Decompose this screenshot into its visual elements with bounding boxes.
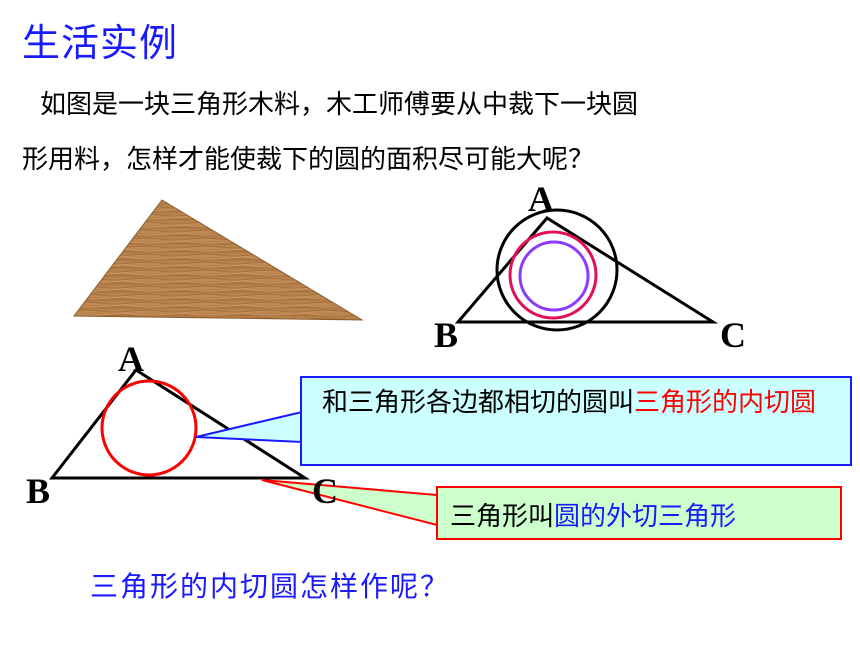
incircle-definition-black: 和三角形各边都相切的圆叫 (322, 388, 635, 418)
circumscribed-triangle-text: 三角形叫圆的外切三角形 (450, 496, 736, 533)
circumscribed-triangle-callout (436, 486, 842, 540)
problem-text-line-2: 形用料，怎样才能使裁下的圆的面积尽可能大呢？ (22, 145, 595, 175)
bottom-incircle (100, 379, 198, 477)
question-text: 三角形的内切圆怎样作呢？ (90, 570, 451, 603)
top-label-b: B (434, 315, 459, 355)
bottom-label-b: B (26, 471, 51, 511)
large-black-circle (495, 208, 619, 332)
page-title: 生活实例 (22, 21, 179, 65)
bottom-label-c: C (312, 471, 338, 511)
bottom-label-a: A (118, 339, 144, 379)
problem-text-line-1: 如图是一块三角形木料，木工师傅要从中裁下一块圆 (40, 90, 639, 120)
circumscribed-triangle-term: 圆的外切三角形 (554, 502, 737, 532)
callout1-pointer (195, 410, 303, 444)
incircle-pink (508, 230, 598, 320)
circumscribed-triangle-black: 三角形叫 (450, 502, 555, 532)
incircle-definition-term: 三角形的内切圆 (634, 388, 817, 418)
incircle-definition-callout (300, 376, 852, 466)
small-purple-circle (518, 240, 590, 312)
callout2-pointer (261, 479, 438, 527)
bottom-triangle (48, 367, 311, 480)
top-label-a: A (528, 179, 554, 219)
incircle-definition-text: 和三角形各边都相切的圆叫三角形的内切圆 (322, 382, 822, 425)
wood-triangle-image (73, 199, 364, 321)
top-label-c: C (720, 315, 746, 355)
top-triangle-diagram (454, 208, 719, 332)
